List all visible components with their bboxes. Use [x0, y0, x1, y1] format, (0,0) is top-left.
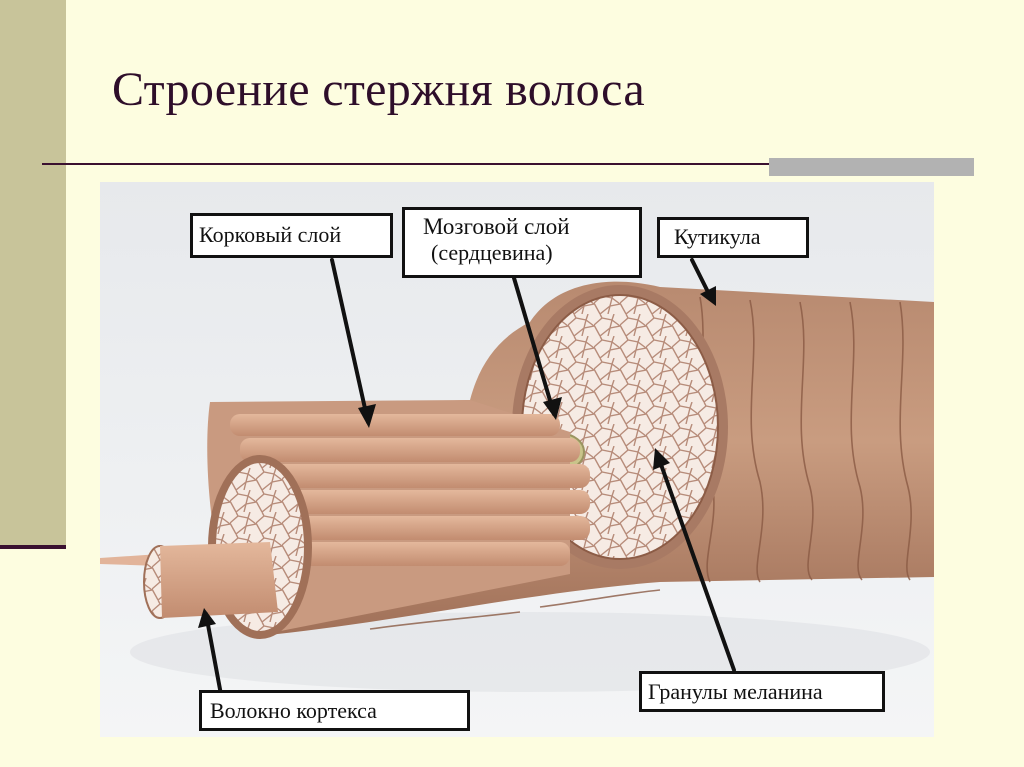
label-medulla-line1: Мозговой слой	[423, 214, 570, 239]
side-accent-bar	[0, 0, 66, 547]
label-melanin-granules-text: Гранулы меланина	[648, 679, 823, 704]
hair-shaft-illustration	[100, 182, 934, 737]
accent-bar	[769, 158, 974, 176]
label-cortex-layer: Корковый слой	[190, 213, 393, 258]
label-cortex-fiber: Волокно кортекса	[199, 690, 470, 731]
label-cortex-layer-text: Корковый слой	[199, 222, 342, 247]
label-cuticle-text: Кутикула	[674, 224, 761, 249]
side-accent-rule	[0, 545, 66, 549]
label-cortex-fiber-text: Волокно кортекса	[210, 698, 377, 723]
label-medulla-line2: (сердцевина)	[431, 240, 553, 266]
label-medulla-layer: Мозговой слой (сердцевина)	[402, 207, 642, 278]
slide-title: Строение стержня волоса	[112, 63, 645, 116]
title-divider	[42, 163, 974, 165]
label-cuticle: Кутикула	[657, 217, 809, 258]
label-melanin-granules: Гранулы меланина	[639, 671, 885, 712]
